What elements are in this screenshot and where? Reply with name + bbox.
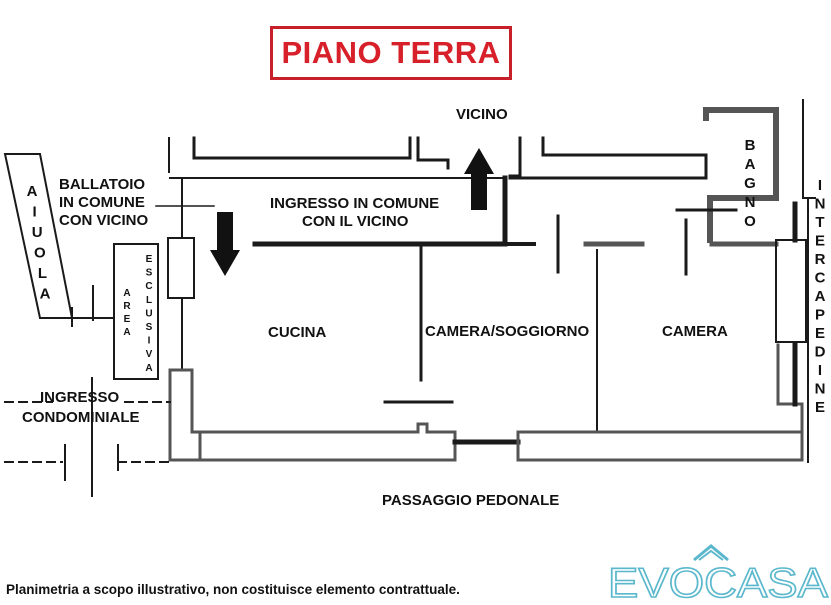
label-intercapedine-letter: D bbox=[815, 344, 826, 361]
wall-top-corridor bbox=[192, 136, 412, 160]
arrow-down-icon bbox=[210, 212, 240, 276]
label-esclusiva-letter: S bbox=[146, 268, 153, 279]
label-esclusiva-letter: I bbox=[148, 336, 151, 347]
label-bagno-letter: A bbox=[745, 156, 756, 173]
label-intercapedine-letter: N bbox=[815, 381, 826, 398]
label-intercapedine-letter: E bbox=[815, 399, 825, 416]
label-intercapedine-letter: E bbox=[815, 233, 825, 250]
label-esclusiva-letter: S bbox=[146, 322, 153, 333]
label-intercapedine-letter: I bbox=[818, 177, 822, 194]
label-passaggio-pedonale: PASSAGGIO PEDONALE bbox=[382, 492, 559, 509]
label-bagno-letter: B bbox=[745, 137, 756, 154]
wall-right-lower bbox=[776, 402, 804, 434]
wall-bottom-left bbox=[168, 368, 202, 462]
label-ingresso-condominiale-2: CONDOMINIALE bbox=[22, 409, 140, 426]
label-camera-soggiorno: CAMERA/SOGGIORNO bbox=[425, 323, 590, 340]
label-camera: CAMERA bbox=[662, 323, 728, 340]
label-esclusiva-letter: V bbox=[146, 349, 153, 360]
label-cucina: CUCINA bbox=[268, 324, 326, 341]
wall-bagno-outer bbox=[703, 107, 779, 243]
wall-far-right bbox=[802, 99, 816, 199]
label-ballatoio-2: IN COMUNE bbox=[59, 194, 145, 211]
label-bagno-letter: N bbox=[745, 194, 756, 211]
label-ingresso-comune-2: CON IL VICINO bbox=[302, 213, 409, 230]
label-aiuola-letter: U bbox=[32, 224, 43, 241]
label-area-letter: A bbox=[123, 327, 130, 338]
house-roof-icon bbox=[693, 544, 729, 562]
label-esclusiva-letter: U bbox=[145, 308, 152, 319]
evocasa-logo: EVOCASA bbox=[607, 544, 829, 602]
label-area-letter: A bbox=[123, 288, 130, 299]
label-intercapedine-letter: I bbox=[818, 362, 822, 379]
label-esclusiva-letter: L bbox=[146, 295, 152, 306]
label-aiuola-letter: A bbox=[27, 183, 38, 200]
label-aiuola-letter: O bbox=[34, 245, 46, 262]
wall-top-mid bbox=[416, 136, 450, 170]
label-area-letter: R bbox=[123, 301, 131, 312]
window-right bbox=[775, 239, 807, 343]
label-intercapedine-letter: A bbox=[815, 288, 826, 305]
label-ballatoio-1: BALLATOIO bbox=[59, 176, 145, 193]
wall-bottom bbox=[198, 422, 457, 462]
plan-title: PIANO TERRA bbox=[281, 35, 501, 70]
label-intercapedine-letter: E bbox=[815, 325, 825, 342]
label-esclusiva-letter: A bbox=[145, 363, 152, 374]
label-vicino: VICINO bbox=[456, 106, 508, 123]
arrow-up-icon bbox=[464, 148, 494, 210]
label-intercapedine-letter: R bbox=[815, 251, 826, 268]
label-intercapedine-letter: T bbox=[815, 214, 824, 231]
title-box: PIANO TERRA bbox=[270, 26, 512, 80]
disclaimer: Planimetria a scopo illustrativo, non co… bbox=[6, 582, 460, 597]
label-esclusiva-letter: C bbox=[145, 281, 152, 292]
label-area-letter: E bbox=[124, 314, 131, 325]
label-ingresso-condominiale-1: INGRESSO bbox=[40, 389, 120, 406]
window-left bbox=[167, 237, 195, 299]
label-bagno-letter: G bbox=[744, 175, 756, 192]
logo-text: EVOCASA bbox=[608, 559, 828, 602]
wall-bottom-right bbox=[516, 430, 804, 462]
label-bagno-letter: O bbox=[744, 213, 756, 230]
label-ballatoio-3: CON VICINO bbox=[59, 212, 149, 229]
label-esclusiva-letter: E bbox=[146, 254, 153, 265]
label-ingresso-comune-1: INGRESSO IN COMUNE bbox=[270, 195, 439, 212]
label-aiuola-letter: L bbox=[38, 265, 47, 282]
label-intercapedine-letter: N bbox=[815, 196, 826, 213]
wall-vicino-right bbox=[508, 136, 522, 178]
walls bbox=[3, 99, 816, 497]
label-intercapedine-letter: C bbox=[815, 270, 826, 287]
label-aiuola-letter: I bbox=[33, 204, 37, 221]
area-esclusiva-box bbox=[113, 243, 159, 380]
label-intercapedine-letter: P bbox=[815, 307, 825, 324]
wall-top-right-segment bbox=[508, 136, 708, 180]
label-aiuola-letter: A bbox=[40, 286, 51, 303]
